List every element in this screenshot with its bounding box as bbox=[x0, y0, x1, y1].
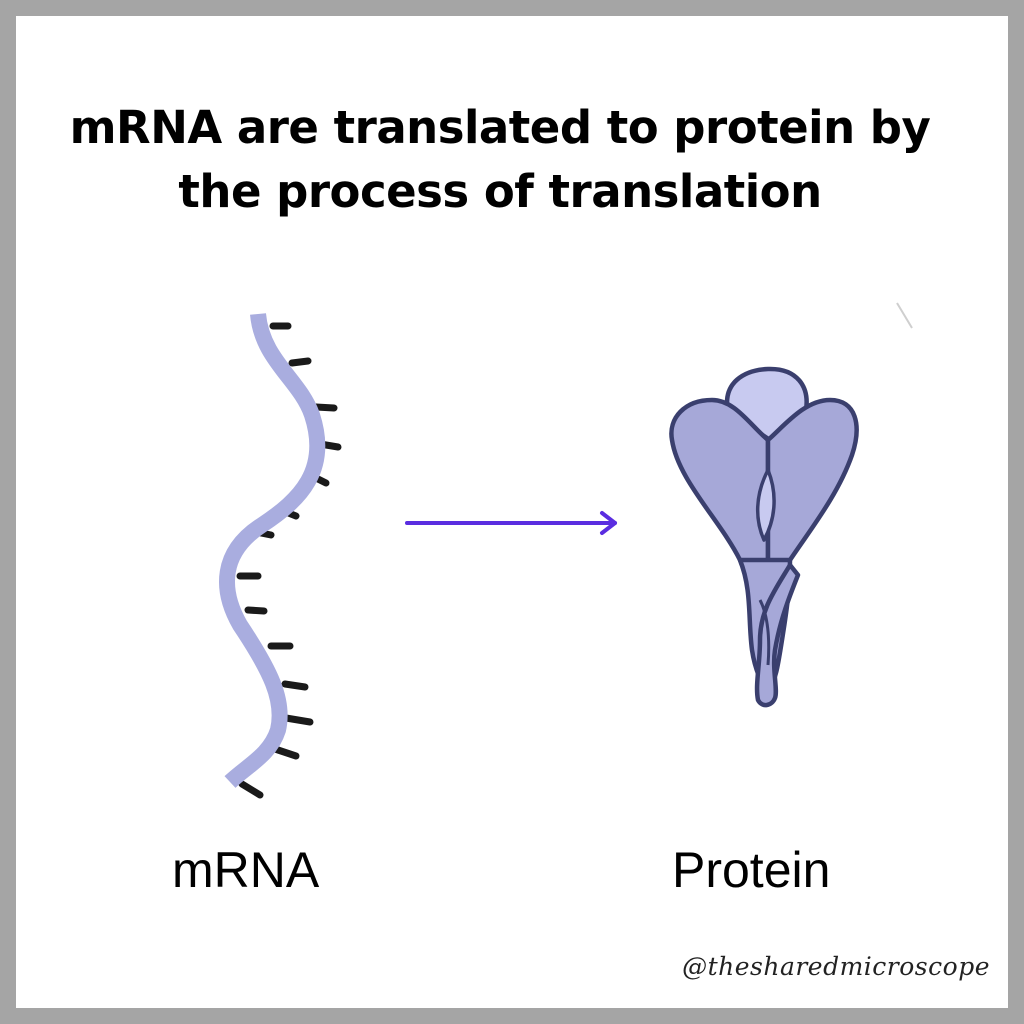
protein-label: Protein bbox=[672, 842, 831, 898]
diagram-title: mRNA are translated to protein by the pr… bbox=[0, 96, 1000, 224]
mrna-strand-icon bbox=[219, 312, 342, 799]
title-line-2: the process of translation bbox=[178, 165, 822, 218]
card-background bbox=[16, 16, 1008, 1008]
arrow-right-icon bbox=[405, 511, 617, 535]
mrna-label: mRNA bbox=[172, 842, 320, 898]
title-line-1: mRNA are translated to protein by bbox=[69, 101, 931, 154]
stray-mark bbox=[896, 302, 913, 329]
watermark-handle: @thesharedmicroscope bbox=[682, 952, 990, 981]
protein-icon bbox=[669, 366, 859, 708]
